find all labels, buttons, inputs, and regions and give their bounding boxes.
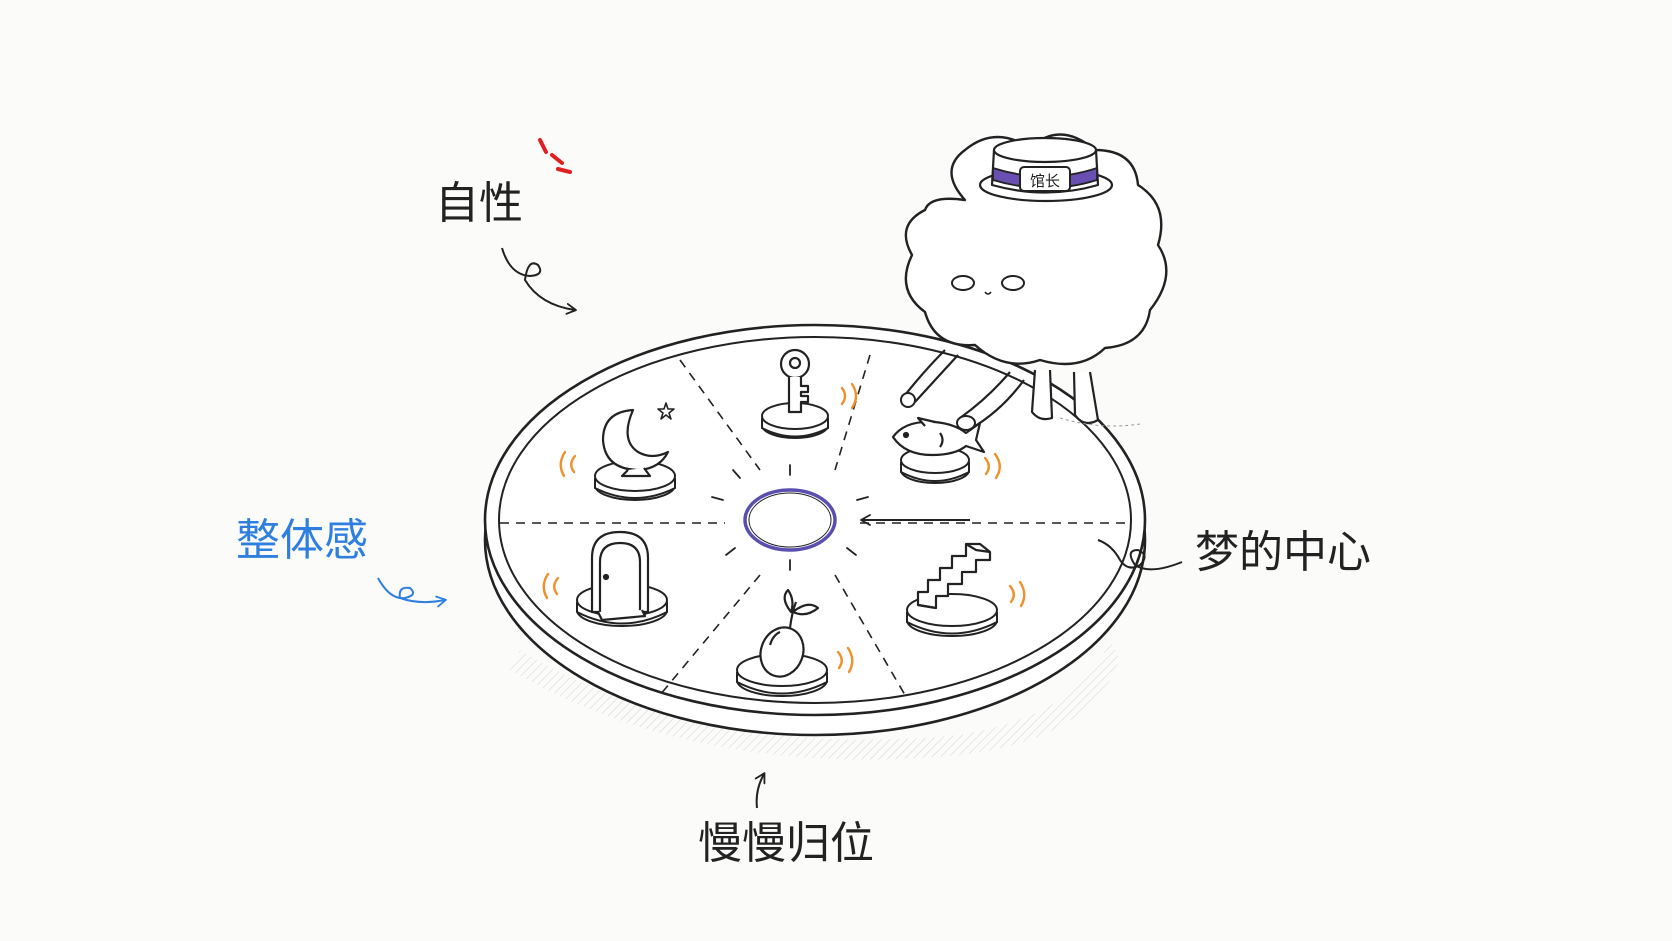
- pedestal-moon: [559, 402, 676, 501]
- hat-badge-text: 馆长: [1030, 172, 1060, 190]
- arrow-self: [501, 247, 577, 315]
- emphasis-marks: [538, 138, 572, 174]
- stairs-icon: [916, 542, 992, 610]
- pedestal-fruit: [736, 588, 854, 697]
- hat-badge: [1019, 166, 1071, 192]
- key-icon: [779, 348, 811, 414]
- arrow-wholeness: [377, 577, 447, 608]
- arrow-return: [754, 772, 766, 809]
- crescent-moon-icon: [601, 408, 670, 478]
- label-self: 自性: [435, 178, 523, 229]
- curator-hat: 馆长: [978, 136, 1114, 203]
- platform-divider-lines: [500, 354, 1130, 696]
- label-wholeness: 整体感: [236, 515, 368, 566]
- pedestal-stairs: [906, 542, 1026, 637]
- fish-icon: [891, 416, 986, 457]
- fruit-sprout-icon: [759, 588, 820, 678]
- star-icon: [657, 402, 675, 420]
- pedestal-fish: [891, 416, 1001, 484]
- label-dream-center: 梦的中心: [1195, 527, 1371, 578]
- label-return: 慢慢归位: [698, 818, 874, 869]
- left-eye: [951, 275, 975, 291]
- right-eye: [1001, 275, 1025, 291]
- pedestal-key: [761, 348, 858, 439]
- pedestal-door: [542, 530, 668, 627]
- connector-dream-center: [1097, 539, 1183, 571]
- dream-center-ring: [743, 488, 837, 552]
- door-icon: [590, 530, 650, 622]
